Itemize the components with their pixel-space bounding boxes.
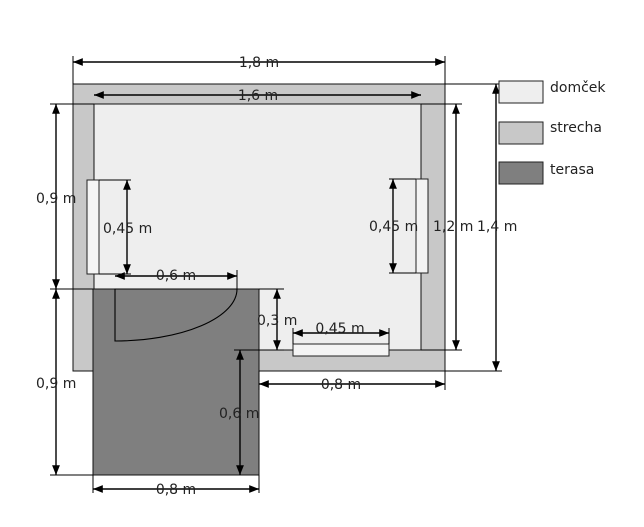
label-step-height: 0,3 m <box>257 313 297 329</box>
right-window <box>415 178 429 274</box>
label-bottom-window-width: 0,45 m <box>315 321 364 337</box>
label-terrace-overlap-height: 0,6 m <box>219 406 259 422</box>
label-left-window-height: 0,45 m <box>103 221 152 237</box>
label-door-width: 0,6 m <box>156 268 196 284</box>
legend-swatch-roof <box>498 121 544 145</box>
label-roof-width: 1,8 m <box>239 55 279 71</box>
left-window <box>86 179 100 275</box>
label-right-bottom-width: 0,8 m <box>321 377 361 393</box>
legend-label-roof: strecha <box>550 120 602 136</box>
legend: domček strecha terasa <box>498 80 606 185</box>
legend-swatch-terrace <box>498 161 544 185</box>
terrace-area <box>92 288 260 476</box>
label-roof-height: 1,4 m <box>477 219 517 235</box>
bottom-window <box>292 343 390 357</box>
legend-swatch-house <box>498 80 544 104</box>
legend-label-house: domček <box>550 80 606 96</box>
label-left-upper-height: 0,9 m <box>36 191 76 207</box>
label-left-lower-height: 0,9 m <box>36 376 76 392</box>
label-right-window-height: 0,45 m <box>369 219 418 235</box>
label-terrace-width: 0,8 m <box>156 482 196 498</box>
legend-label-terrace: terasa <box>550 162 594 178</box>
label-house-width: 1,6 m <box>238 88 278 104</box>
label-house-height: 1,2 m <box>433 219 473 235</box>
door-swing <box>114 288 238 342</box>
